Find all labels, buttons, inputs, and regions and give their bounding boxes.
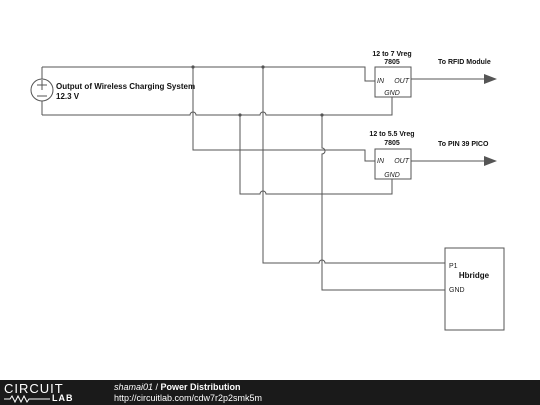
hbridge-pin-p1: P1: [449, 263, 458, 270]
wire-top-rail: [42, 65, 375, 82]
logo-text-bottom: LAB: [52, 393, 74, 403]
hbridge-box[interactable]: [444, 247, 505, 331]
project-title[interactable]: Power Distribution: [160, 382, 241, 392]
regulator1-pin-out: OUT: [394, 78, 410, 85]
project-info: shamai01 / Power Distribution http://cir…: [114, 382, 262, 404]
voltage-source[interactable]: [30, 67, 54, 115]
arrow-icon: [484, 74, 497, 84]
regulator1-box[interactable]: [374, 66, 412, 98]
source-title: Output of Wireless Charging System: [56, 82, 195, 91]
hbridge-title: Hbridge: [459, 271, 490, 280]
wire-ground-rail: [42, 97, 393, 117]
circuitlab-logo[interactable]: CIRCUIT LAB: [4, 382, 104, 404]
regulator1-pin-gnd: GND: [384, 90, 400, 97]
hbridge-pin-gnd: GND: [449, 287, 465, 294]
wire-feeders: [192, 67, 445, 291]
regulator2-pin-gnd: GND: [384, 172, 400, 179]
regulator1-pin-in: IN: [377, 78, 385, 85]
path-separator: /: [153, 382, 161, 392]
regulator1-output-label: To RFID Module: [438, 59, 491, 66]
regulator1-part: 7805: [384, 59, 400, 66]
arrow-icon: [484, 156, 497, 166]
regulator2-part: 7805: [384, 140, 400, 147]
regulator2-box[interactable]: [374, 148, 412, 180]
footer-bar: CIRCUIT LAB shamai01 / Power Distributio…: [0, 380, 540, 405]
logo-text-top: CIRCUIT: [4, 381, 64, 396]
regulator2-pin-in: IN: [377, 158, 385, 165]
author-link[interactable]: shamai01: [114, 382, 154, 392]
source-voltage: 12.3 V: [56, 92, 80, 101]
regulator2-output-label: To PIN 39 PICO: [438, 141, 489, 148]
regulator2-pin-out: OUT: [394, 158, 410, 165]
regulator1-title: 12 to 7 Vreg: [372, 51, 411, 58]
project-url[interactable]: http://circuitlab.com/cdw7r2p2smk5m: [114, 393, 263, 403]
schematic-canvas: Output of Wireless Charging System 12.3 …: [30, 51, 505, 331]
regulator2-title: 12 to 5.5 Vreg: [369, 131, 414, 138]
waveform-icon: [4, 395, 50, 403]
